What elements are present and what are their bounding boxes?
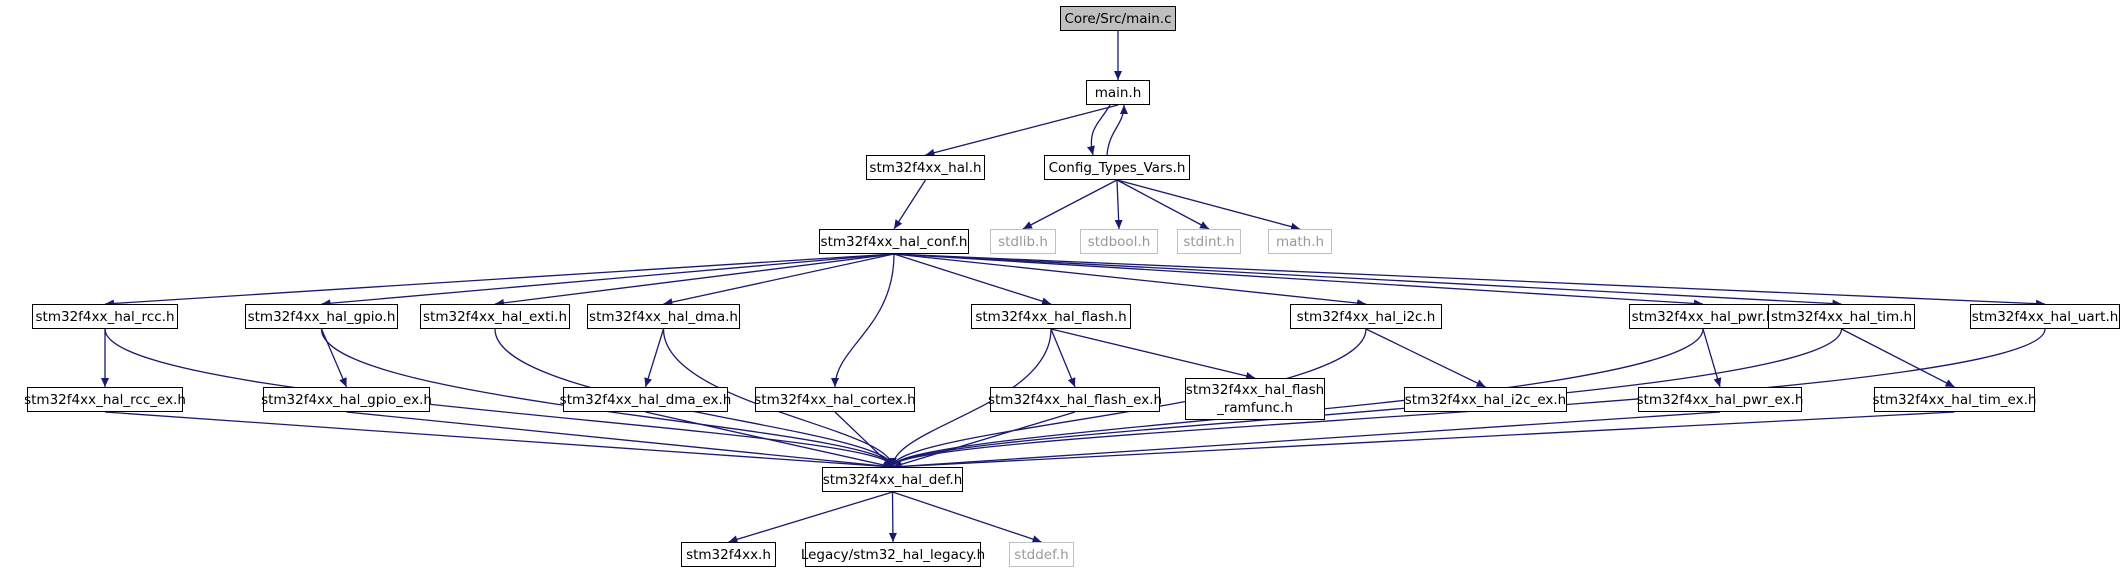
node-math: math.h (1268, 229, 1332, 254)
node-pwr[interactable]: stm32f4xx_hal_pwr.h (1629, 304, 1777, 329)
edge-main-h-to-config (1087, 104, 1111, 156)
node-gpio-ex[interactable]: stm32f4xx_hal_gpio_ex.h (261, 387, 432, 412)
edge-config-to-math (1116, 179, 1301, 231)
edge-hal-conf-to-cortex (831, 253, 895, 388)
edge-hal-conf-to-flash (893, 253, 1052, 306)
node-tim-ex[interactable]: stm32f4xx_hal_tim_ex.h (1873, 387, 2036, 412)
edge-hal-def-to-legacy (888, 491, 897, 543)
edge-flash-ex-to-hal-def (892, 411, 1076, 469)
edge-hal-conf-to-dma (663, 253, 895, 307)
edge-config-to-stdint (1116, 179, 1210, 230)
edge-gpio-to-gpio-ex (320, 328, 348, 388)
node-flash[interactable]: stm32f4xx_hal_flash.h (971, 304, 1131, 329)
edge-hal-conf-to-pwr (893, 253, 1704, 308)
edge-tim-to-hal-def (888, 328, 1843, 468)
edge-hal-conf-to-i2c (893, 253, 1367, 308)
node-cortex[interactable]: stm32f4xx_hal_cortex.h (754, 387, 916, 412)
node-hal-def[interactable]: stm32f4xx_hal_def.h (822, 467, 963, 492)
node-config[interactable]: Config_Types_Vars.h (1044, 155, 1190, 180)
edge-main-h-to-hal-h (925, 104, 1119, 157)
edge-dma-to-dma-ex (644, 328, 665, 388)
node-stm32f4xx[interactable]: stm32f4xx.h (681, 542, 776, 567)
edge-rcc-ex-to-hal-def (104, 411, 893, 471)
edge-pwr-to-pwr-ex (1702, 328, 1722, 388)
edge-config-to-stdbool (1114, 179, 1123, 230)
node-rcc[interactable]: stm32f4xx_hal_rcc.h (32, 304, 178, 329)
node-stdbool: stdbool.h (1080, 229, 1158, 254)
edge-flash-to-flash-ex (1050, 328, 1076, 388)
edge-hal-conf-to-uart (893, 253, 2046, 308)
node-main-h[interactable]: main.h (1086, 80, 1150, 105)
edge-flash-to-flash-ramfunc (1050, 328, 1256, 380)
edge-rcc-to-hal-def (104, 328, 897, 468)
node-flash-ex[interactable]: stm32f4xx_hal_flash_ex.h (988, 387, 1162, 412)
edge-gpio-ex-to-hal-def (346, 411, 893, 471)
node-hal-h[interactable]: stm32f4xx_hal.h (866, 155, 985, 180)
edge-dma-ex-to-hal-def (645, 411, 893, 469)
edge-config-to-main-h (1106, 104, 1128, 156)
edge-hal-conf-to-exti (494, 253, 895, 307)
node-tim[interactable]: stm32f4xx_hal_tim.h (1768, 304, 1915, 329)
node-rcc-ex[interactable]: stm32f4xx_hal_rcc_ex.h (24, 387, 186, 412)
node-i2c[interactable]: stm32f4xx_hal_i2c.h (1290, 304, 1442, 329)
node-hal-conf[interactable]: stm32f4xx_hal_conf.h (819, 229, 969, 254)
edge-pwr-ex-to-hal-def (892, 411, 1721, 471)
node-main-c[interactable]: Core/Src/main.c (1060, 6, 1176, 31)
node-flash-ramfunc[interactable]: stm32f4xx_hal_flash _ramfunc.h (1185, 378, 1325, 420)
node-stddef: stddef.h (1009, 542, 1074, 567)
node-i2c-ex[interactable]: stm32f4xx_hal_i2c_ex.h (1404, 387, 1567, 412)
node-stdlib: stdlib.h (990, 229, 1056, 254)
edge-cortex-to-hal-def (834, 411, 893, 468)
edge-hal-conf-to-rcc (104, 253, 895, 308)
edge-hal-def-to-stm32f4xx (728, 491, 893, 544)
node-legacy[interactable]: Legacy/stm32_hal_legacy.h (801, 542, 985, 567)
node-exti[interactable]: stm32f4xx_hal_exti.h (420, 304, 570, 329)
edge-tim-ex-to-hal-def (892, 411, 1955, 471)
edge-tim-to-tim-ex (1841, 328, 1955, 388)
edge-hal-def-to-stddef (892, 491, 1042, 543)
node-pwr-ex[interactable]: stm32f4xx_hal_pwr_ex.h (1637, 387, 1803, 412)
edge-flash-to-hal-def (888, 328, 1052, 468)
edge-config-to-stdlib (1022, 179, 1118, 230)
node-gpio[interactable]: stm32f4xx_hal_gpio.h (245, 304, 398, 329)
edge-hal-h-to-hal-conf (893, 179, 927, 230)
node-stdint: stdint.h (1177, 229, 1241, 254)
node-dma-ex[interactable]: stm32f4xx_hal_dma_ex.h (560, 387, 731, 412)
edge-i2c-to-i2c-ex (1365, 328, 1486, 388)
node-dma[interactable]: stm32f4xx_hal_dma.h (587, 304, 740, 329)
edge-hal-conf-to-gpio (321, 253, 895, 308)
node-uart[interactable]: stm32f4xx_hal_uart.h (1970, 304, 2120, 329)
edge-hal-conf-to-tim (893, 253, 1842, 308)
